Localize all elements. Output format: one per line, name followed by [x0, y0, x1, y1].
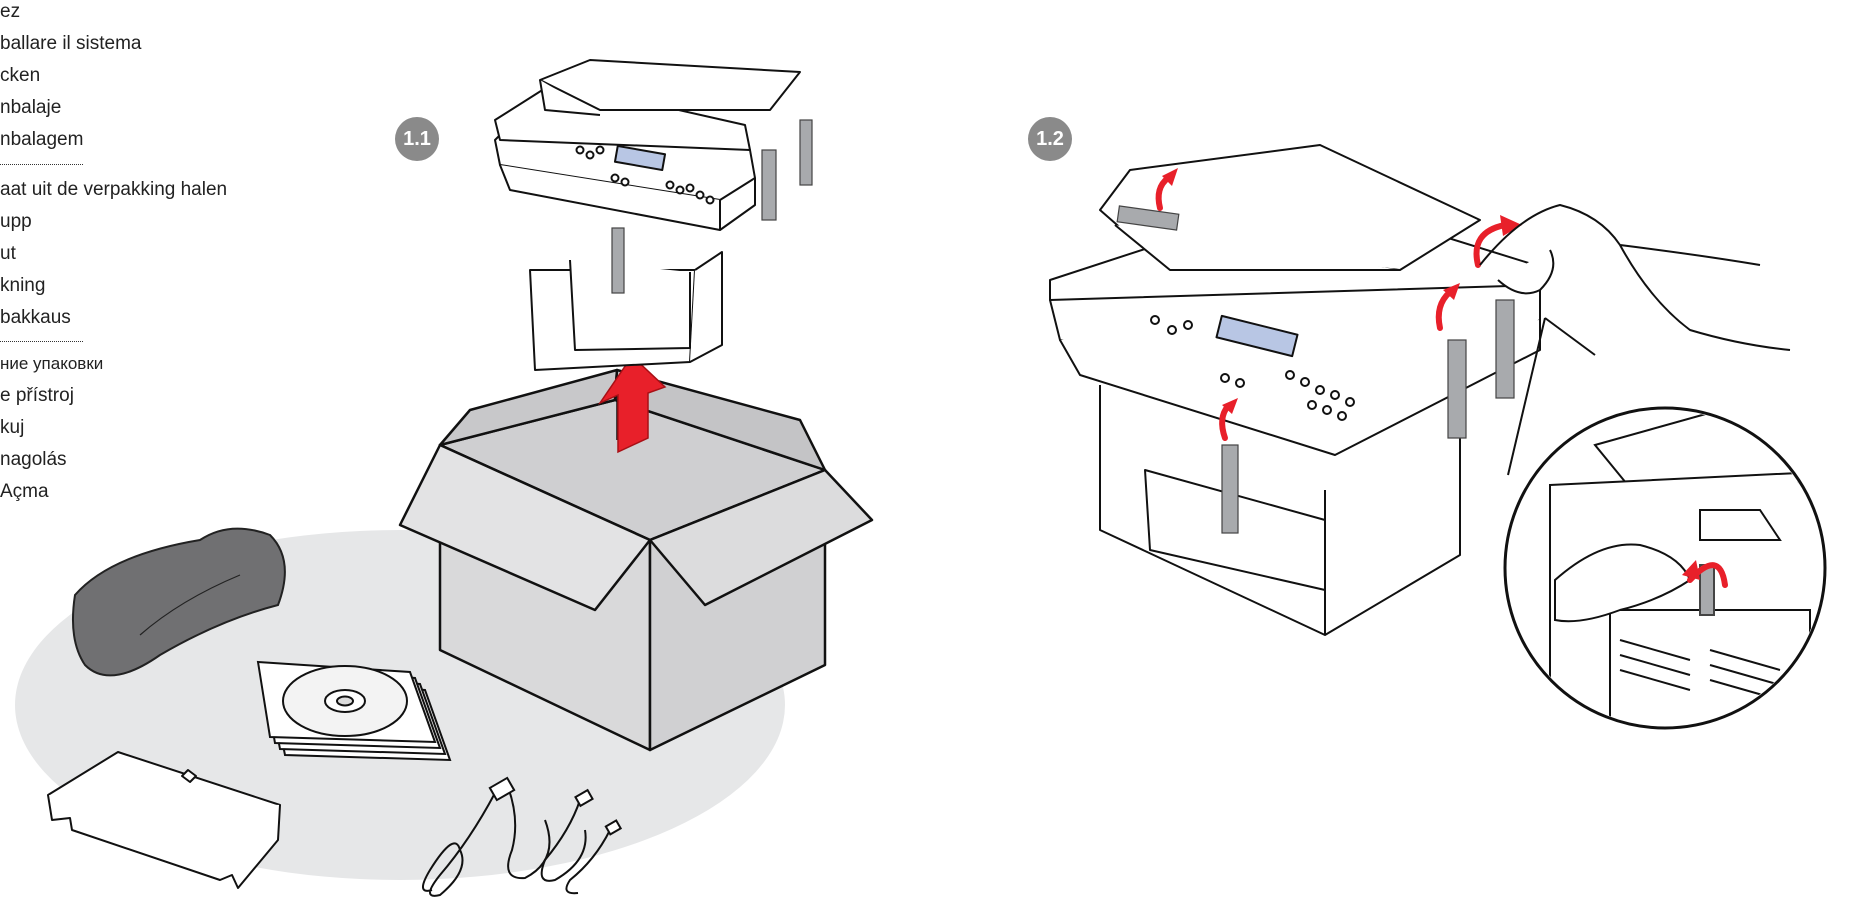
output-tray [47, 751, 281, 889]
language-item: nbalaje [0, 97, 62, 118]
lift-arrow-icon [597, 354, 667, 454]
list-divider [0, 341, 83, 342]
packing-tapes-1-2 [1116, 205, 1515, 534]
language-item: kning [0, 275, 46, 296]
language-item: bakkaus [0, 307, 71, 328]
cables [422, 776, 623, 897]
arrowheads [1162, 168, 1522, 414]
foam-bag [72, 527, 286, 677]
hand-1-2 [1479, 203, 1791, 351]
detail-callout [1503, 317, 1827, 730]
language-item: ez [0, 1, 21, 22]
cd-packs [256, 660, 452, 762]
language-item: ut [0, 243, 16, 264]
language-item: ние упаковки [0, 354, 104, 373]
language-item: ballare il sistema [0, 33, 142, 54]
language-item: nbalagem [0, 129, 84, 150]
language-item: Açma [0, 481, 49, 502]
step-badge-1-2: 1.2 [1028, 117, 1072, 161]
step-badge-1-1: 1.1 [395, 117, 439, 161]
language-item: aat uit de verpakking halen [0, 179, 228, 200]
language-item: upp [0, 211, 32, 232]
language-item: nagolás [0, 449, 67, 470]
packing-tapes-1-1 [611, 119, 813, 294]
language-item: kuj [0, 417, 25, 438]
language-item: e přístroj [0, 385, 74, 406]
printer-1-1 [494, 59, 801, 371]
language-item: cken [0, 65, 41, 86]
cardboard-box [398, 368, 874, 752]
list-divider [0, 164, 83, 165]
